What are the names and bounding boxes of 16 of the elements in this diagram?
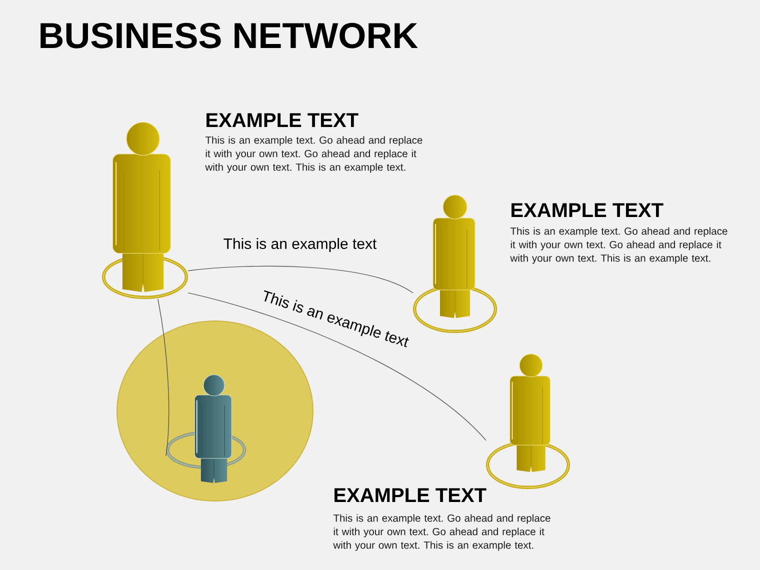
connector-line	[188, 292, 486, 441]
person-figure	[166, 374, 246, 483]
body-text: This is an example text. Go ahead and replace it with your own text. Go ahead and replace it with your own text. This is an example text.	[510, 227, 728, 264]
heading: EXAMPLE TEXT	[334, 488, 486, 502]
person-figure	[486, 354, 570, 489]
heading: EXAMPLE TEXT	[206, 113, 358, 127]
edge-label: This is an example text	[222, 236, 378, 254]
connector-line	[158, 298, 170, 456]
title: BUSINESS NETWORK	[40, 22, 418, 48]
body-text: This is an example text. Go ahead and replace it with your own text. Go ahead and replace it with your own text. This is an example text.	[205, 136, 422, 173]
edge-label: This is an example text	[258, 288, 412, 352]
person-figure	[413, 194, 497, 333]
connector-line	[188, 266, 414, 294]
heading: EXAMPLE TEXT	[512, 203, 664, 217]
person-figure	[102, 122, 188, 299]
body-text: This is an example text. Go ahead and replace it with your own text. Go ahead and replace it with your own text. This is an example text.	[333, 514, 550, 551]
